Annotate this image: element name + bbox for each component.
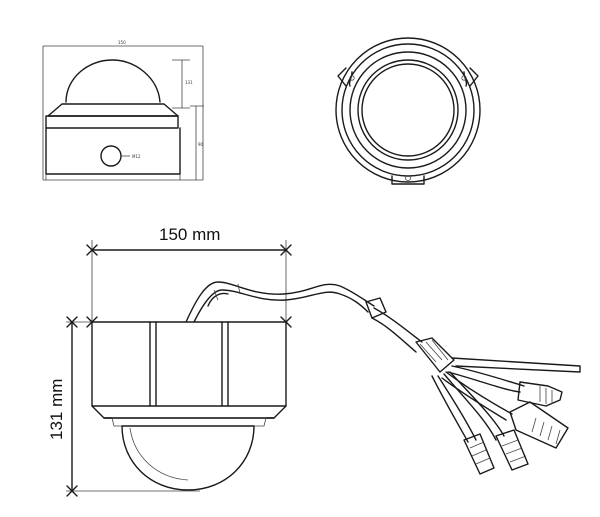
lens-callout-label: M12 (132, 154, 141, 159)
top-plan-view (335, 37, 481, 185)
main-side-view: 150 mm 131 mm (47, 225, 581, 497)
camera-dome (121, 425, 255, 491)
width-dimension-label: 150 mm (159, 225, 220, 244)
height-dimension-label: 131 mm (47, 379, 66, 440)
side-elevation-view: M12 150 131 90 (42, 40, 204, 181)
top-width-label: 150 (118, 40, 126, 45)
height-dimension: 131 mm (47, 316, 200, 497)
width-dimension: 150 mm (86, 225, 292, 328)
top-height-label: 131 (185, 80, 193, 85)
lens-port-icon (100, 145, 122, 167)
top-depth-label: 90 (198, 142, 204, 147)
cable-assembly (185, 281, 581, 475)
camera-housing (91, 321, 287, 427)
